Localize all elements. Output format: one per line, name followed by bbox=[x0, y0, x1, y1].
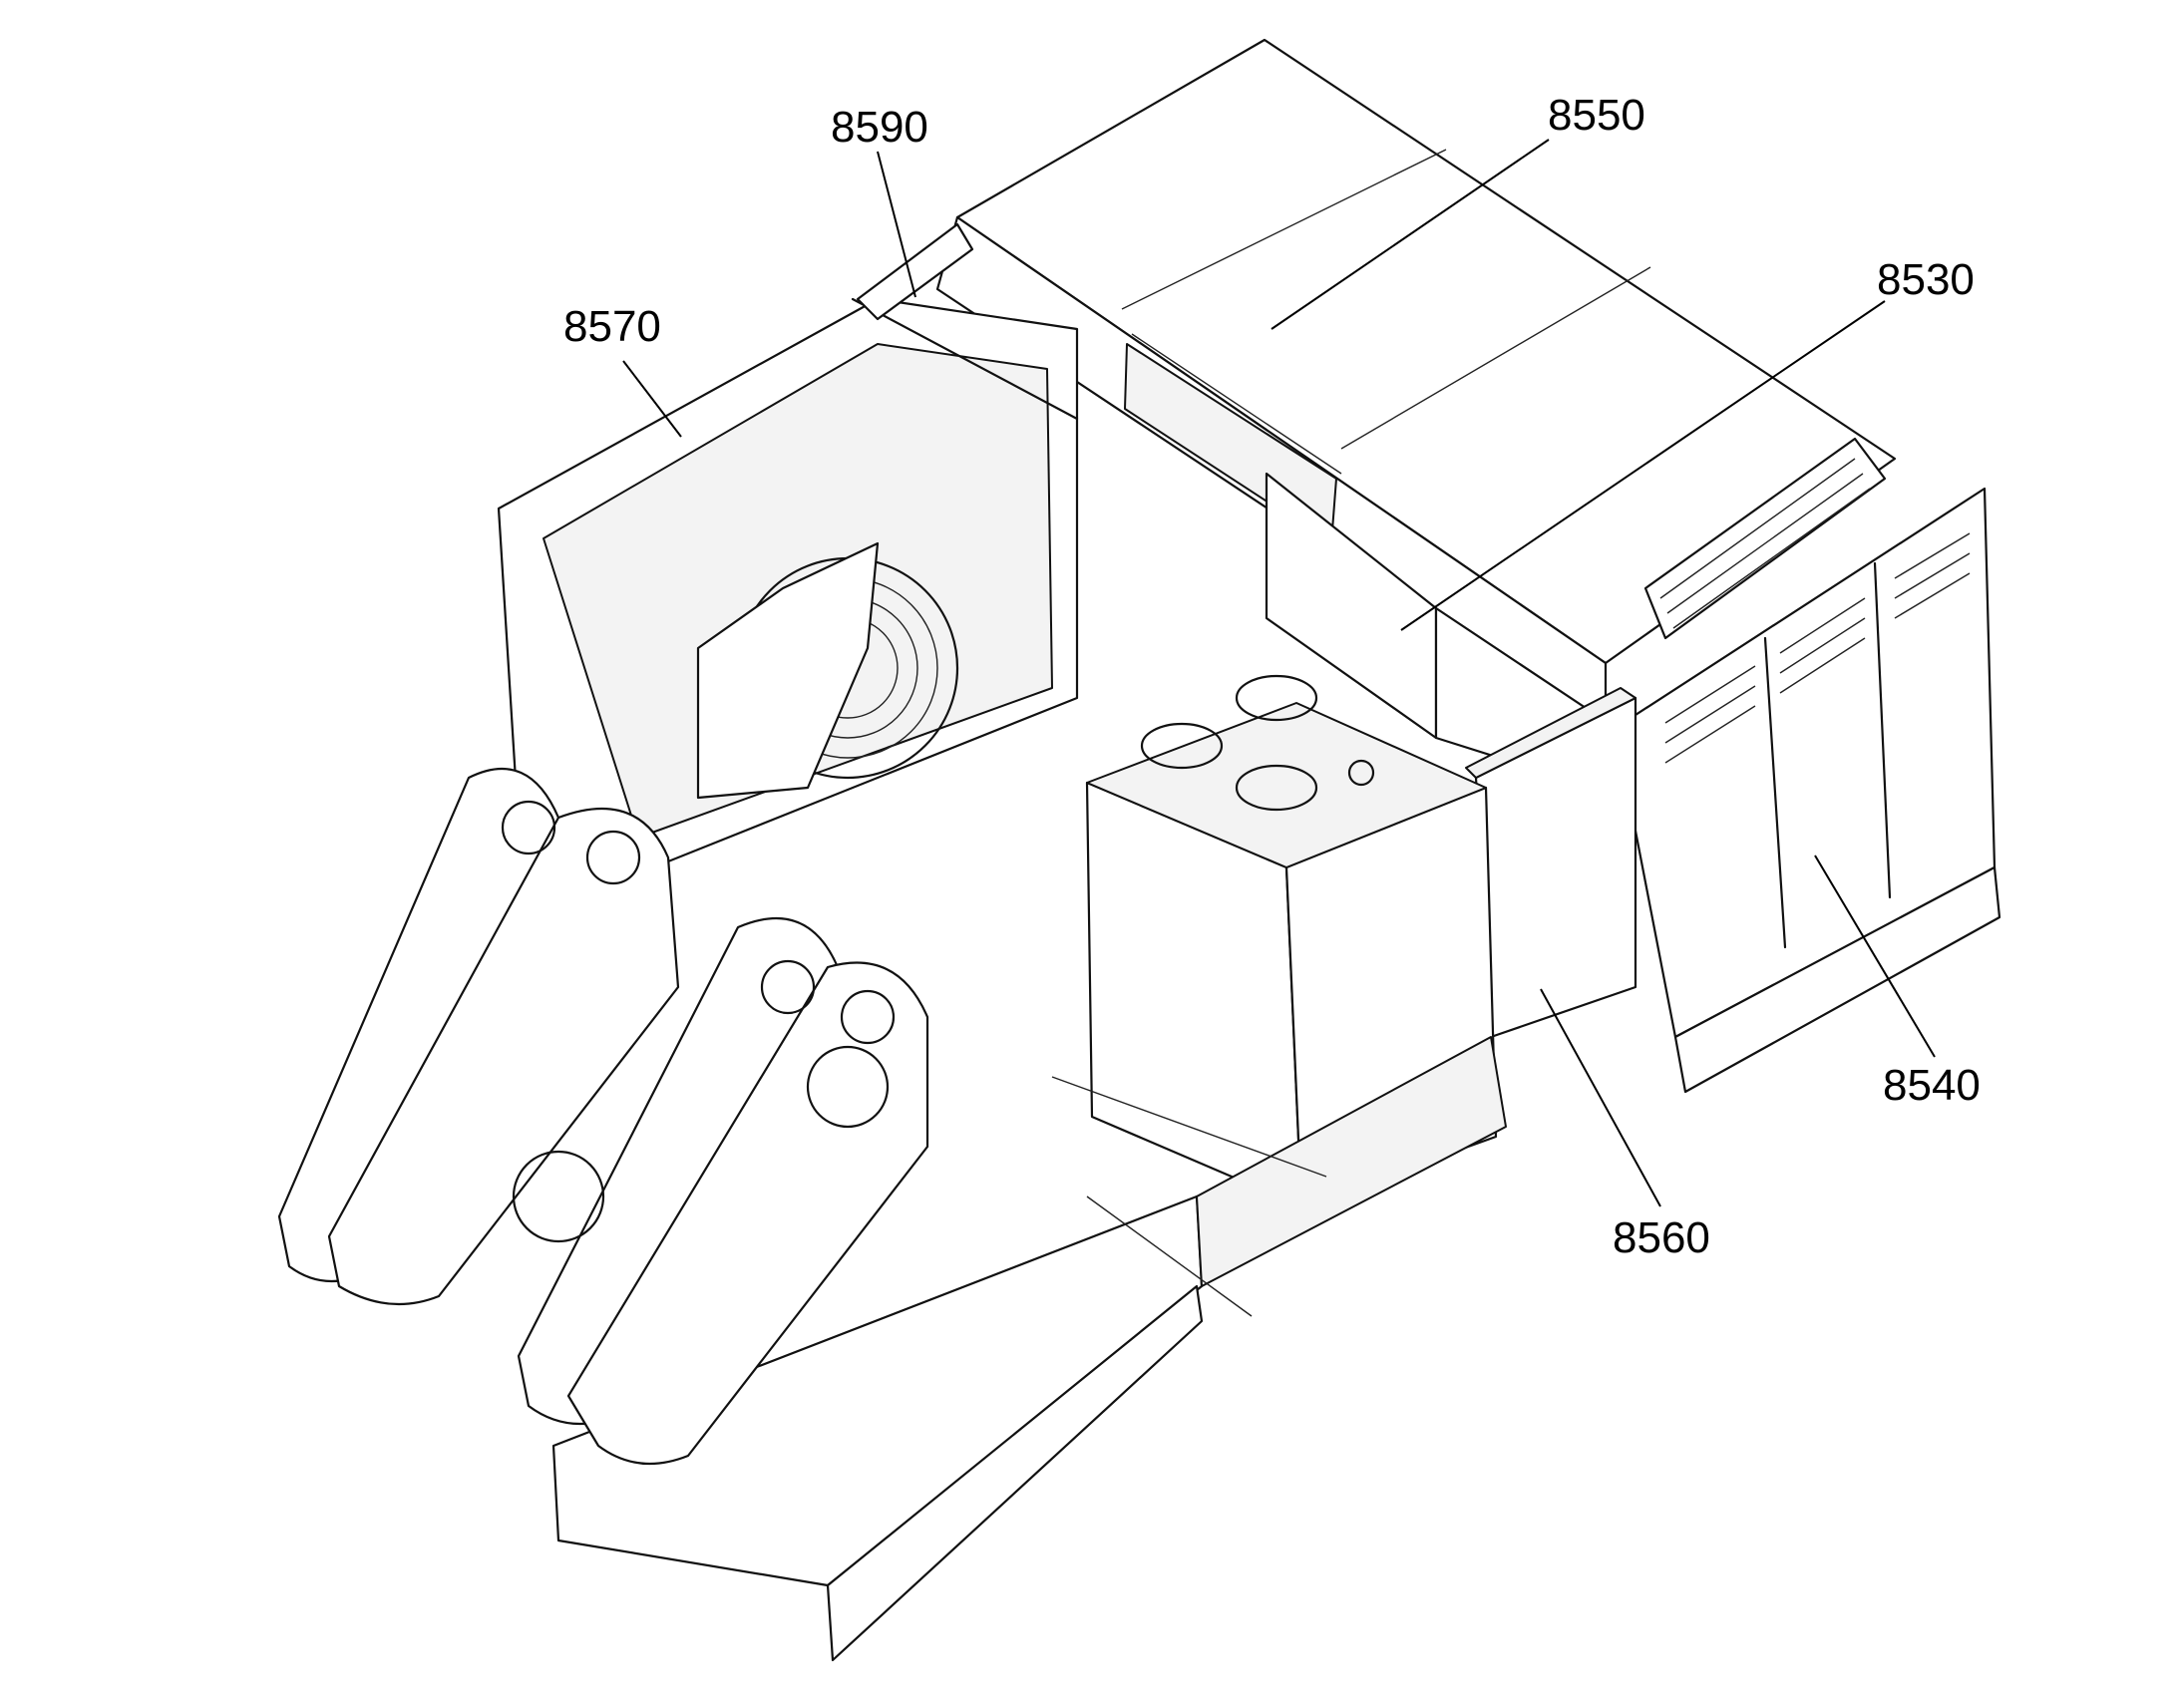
base-frame bbox=[551, 1036, 1507, 1662]
callout-8570: 8570 bbox=[563, 302, 661, 351]
callout-8550: 8550 bbox=[1548, 91, 1645, 140]
boom-mount-plates bbox=[277, 768, 929, 1466]
leader-8530 bbox=[1400, 300, 1886, 631]
callout-8590: 8590 bbox=[831, 103, 928, 152]
callout-8560: 8560 bbox=[1613, 1213, 1710, 1262]
hydraulic-tank bbox=[1085, 674, 1498, 1208]
callout-8530: 8530 bbox=[1877, 255, 1975, 304]
side-door-panels bbox=[1614, 487, 2001, 1094]
callout-labels: 8590 8550 8530 8570 8540 8560 bbox=[563, 91, 1981, 1262]
leader-8550 bbox=[1271, 139, 1550, 330]
leader-8540 bbox=[1814, 854, 1936, 1058]
leader-lines bbox=[622, 139, 1936, 1207]
radiator-cover bbox=[856, 222, 974, 321]
battery-box bbox=[1465, 687, 1637, 1039]
callout-8540: 8540 bbox=[1883, 1061, 1981, 1110]
cooling-module bbox=[497, 297, 1079, 879]
leader-8560 bbox=[1540, 988, 1661, 1207]
leader-8590 bbox=[877, 151, 916, 298]
leader-8570 bbox=[622, 360, 682, 438]
